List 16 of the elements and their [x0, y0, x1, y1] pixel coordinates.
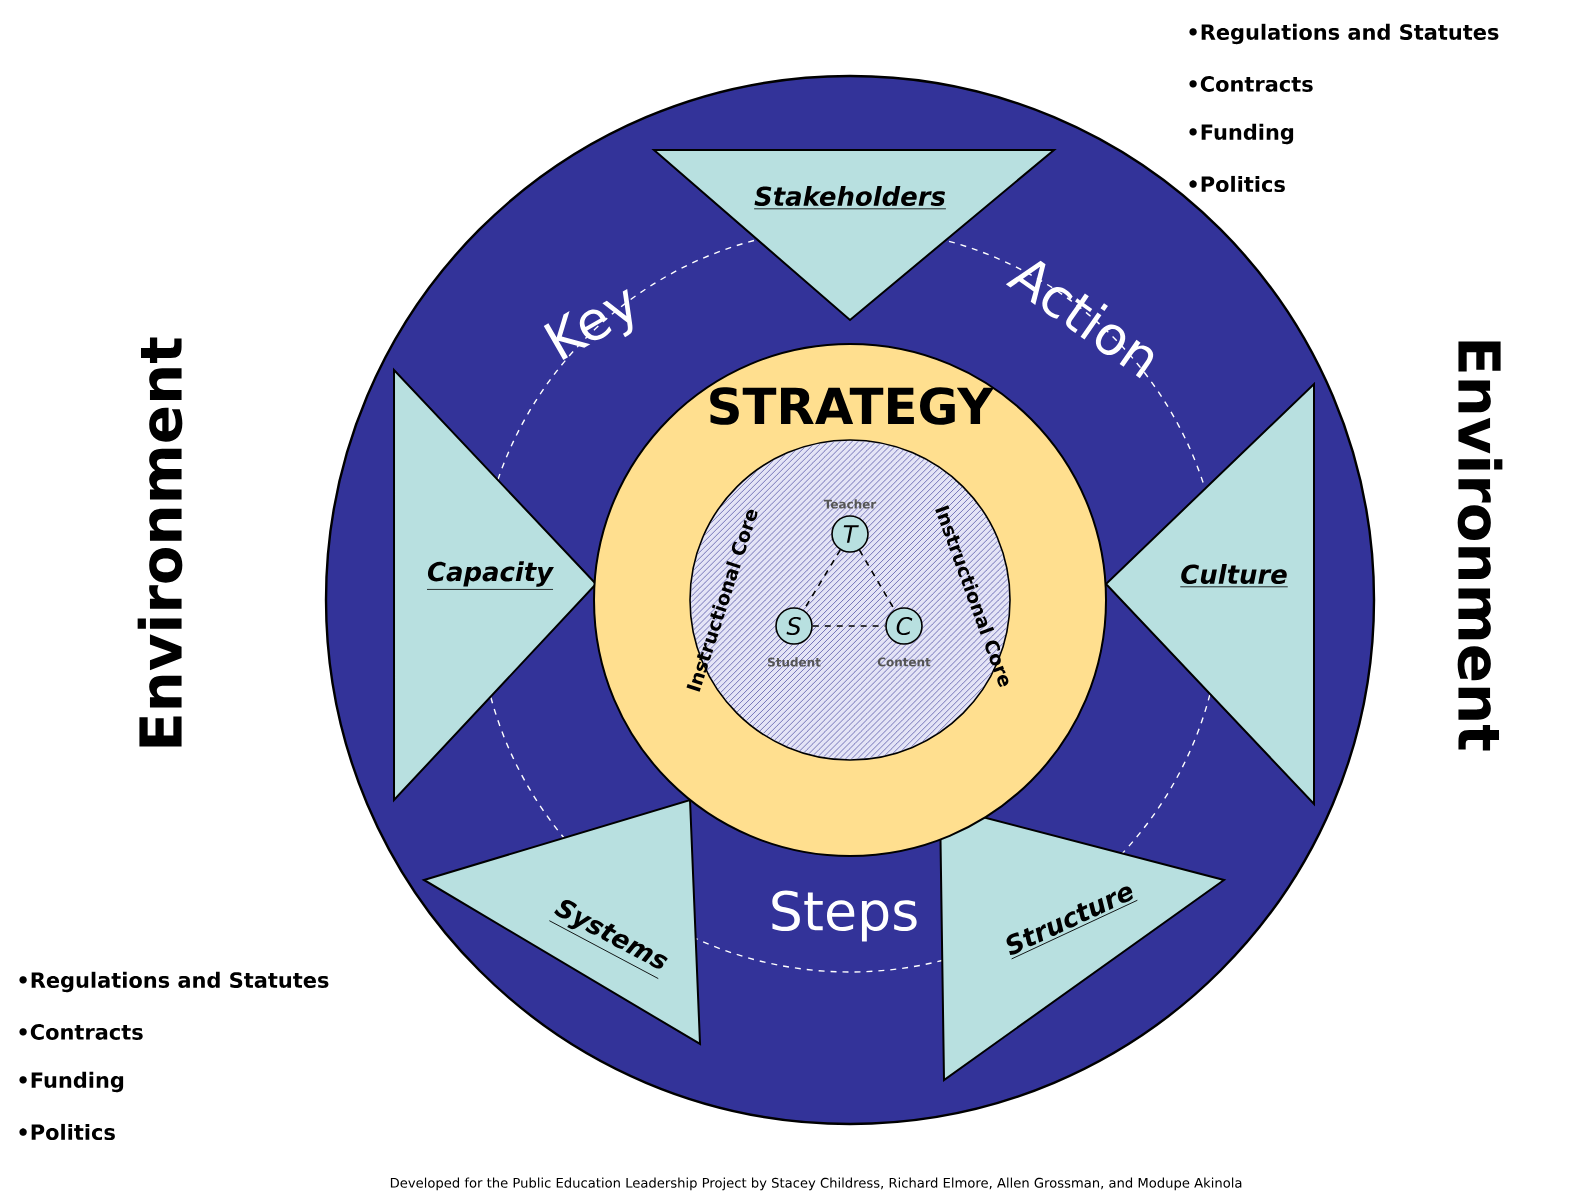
circle-title: STRATEGY	[710, 387, 994, 425]
bullet-item: •Contracts	[19, 1024, 143, 1040]
dashed-connector	[858, 549, 896, 611]
ring-label: Steps	[772, 890, 917, 942]
dashed-connector	[803, 549, 842, 611]
side-label: Environment	[137, 337, 183, 747]
bullet-item: •Politics	[19, 1123, 115, 1141]
core-circle	[689, 439, 1011, 761]
bullet-item: •Funding	[1189, 123, 1294, 145]
bullet-item: •Funding	[19, 1071, 124, 1093]
bullet-item: •Regulations and Statutes	[1189, 23, 1499, 45]
bullet-item: •Regulations and Statutes	[19, 971, 329, 993]
side-label: Environment	[1457, 341, 1503, 751]
ring-label: Key	[543, 289, 633, 360]
bullet-item: •Contracts	[1189, 76, 1313, 92]
bullet-item: •Politics	[1189, 175, 1285, 193]
